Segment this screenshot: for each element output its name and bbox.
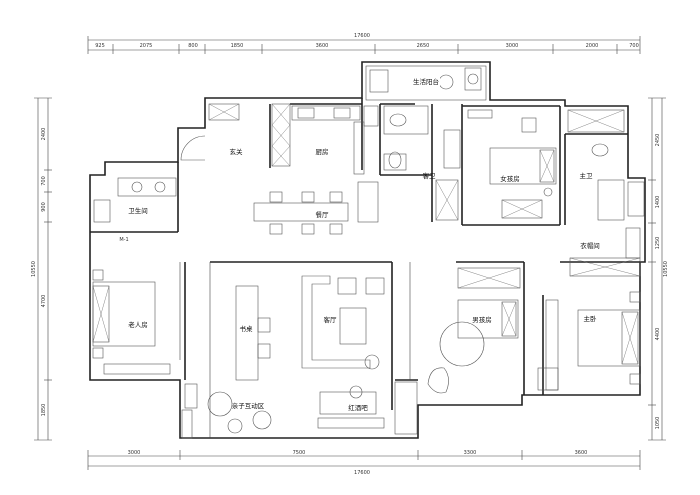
top-dim-4: 1850 bbox=[231, 43, 244, 49]
bottom-dim-1: 3000 bbox=[128, 450, 141, 456]
bottom-dim-2: 7500 bbox=[293, 450, 306, 456]
room-label-elder-room: 老人房 bbox=[128, 320, 148, 329]
boys-room: 男孩房 bbox=[427, 267, 521, 394]
room-label-family-area: 亲子互动区 bbox=[232, 401, 265, 410]
right-dim-2: 1400 bbox=[655, 196, 661, 209]
study-family-area: 书桌 亲子互动区 bbox=[184, 285, 272, 434]
dining: 餐厅 bbox=[253, 191, 349, 235]
room-label-study: 书桌 bbox=[240, 324, 254, 333]
room-label-master-bath: 主卫 bbox=[580, 171, 594, 180]
room-label-kitchen: 厨房 bbox=[316, 147, 329, 156]
master-bath: 主卫 bbox=[567, 109, 645, 221]
bathroom: 卫生间 M-1 bbox=[93, 177, 177, 243]
top-dim-5: 3600 bbox=[316, 43, 329, 49]
room-label-guest-bath: 客卫 bbox=[423, 171, 437, 180]
bottom-dim-3: 3300 bbox=[464, 450, 477, 456]
top-total-dim: 17600 bbox=[354, 33, 370, 39]
bar: 红酒吧 bbox=[317, 385, 385, 429]
right-dim-4: 4400 bbox=[655, 328, 661, 341]
left-dim-2: 700 bbox=[41, 176, 47, 186]
left-dim-5: 1850 bbox=[41, 404, 47, 417]
room-label-bar: 红酒吧 bbox=[348, 403, 368, 412]
room-label-boys-room: 男孩房 bbox=[472, 315, 492, 324]
room-label-girls-room: 女孩房 bbox=[500, 174, 520, 183]
top-dim-8: 2000 bbox=[586, 43, 599, 49]
interior-walls bbox=[90, 103, 640, 410]
right-total-dim: 10550 bbox=[663, 261, 669, 277]
top-dim-6: 2650 bbox=[417, 43, 430, 49]
entrance-kitchen: 玄关 厨房 bbox=[180, 103, 379, 223]
top-dim-1: 925 bbox=[95, 43, 105, 49]
room-label-entrance: 玄关 bbox=[230, 147, 244, 156]
elder-room: 老人房 bbox=[92, 262, 181, 375]
bottom-dimension-group: 3000 7500 3300 3600 17600 bbox=[87, 450, 641, 476]
left-total-dim: 10550 bbox=[31, 261, 37, 277]
exterior-walls bbox=[89, 61, 646, 439]
top-dimension-group: 17600 925 2075 800 1850 3600 2650 3000 2… bbox=[87, 33, 641, 54]
right-dim-3: 1250 bbox=[655, 237, 661, 250]
lower-balcony bbox=[181, 262, 418, 439]
top-dim-3: 800 bbox=[188, 43, 198, 49]
room-label-dining: 餐厅 bbox=[316, 210, 330, 219]
living-room: 客厅 bbox=[301, 275, 385, 370]
left-dimension-group: 2400 700 900 4700 1850 10550 bbox=[31, 97, 52, 441]
right-dim-1: 2450 bbox=[655, 134, 661, 147]
room-label-living: 客厅 bbox=[324, 315, 338, 324]
living-balcony: 生活阳台 bbox=[365, 65, 487, 101]
right-dimension-group: 2450 1400 1250 4400 1050 10550 bbox=[648, 97, 669, 441]
master-bedroom: 主卧 bbox=[537, 291, 641, 391]
left-dim-1: 2400 bbox=[41, 128, 47, 141]
closet: 衣帽间 bbox=[569, 227, 641, 277]
girls-room: 女孩房 bbox=[467, 109, 557, 219]
left-dim-4: 4700 bbox=[41, 295, 47, 308]
room-label-master-bedroom: 主卧 bbox=[584, 314, 598, 323]
bottom-dim-4: 3600 bbox=[575, 450, 588, 456]
bottom-total-dim: 17600 bbox=[354, 470, 370, 476]
right-dim-5: 1050 bbox=[655, 417, 661, 430]
room-label-closet: 衣帽间 bbox=[580, 241, 600, 250]
top-dim-2: 2075 bbox=[140, 43, 153, 49]
room-label-living-balcony: 生活阳台 bbox=[413, 77, 439, 86]
door-tag: M-1 bbox=[119, 237, 128, 243]
top-dim-9: 700 bbox=[629, 43, 639, 49]
guest-bath: 客卫 bbox=[383, 105, 461, 221]
left-dim-3: 900 bbox=[41, 202, 47, 212]
top-dim-7: 3000 bbox=[506, 43, 519, 49]
room-label-bathroom: 卫生间 bbox=[128, 206, 148, 215]
